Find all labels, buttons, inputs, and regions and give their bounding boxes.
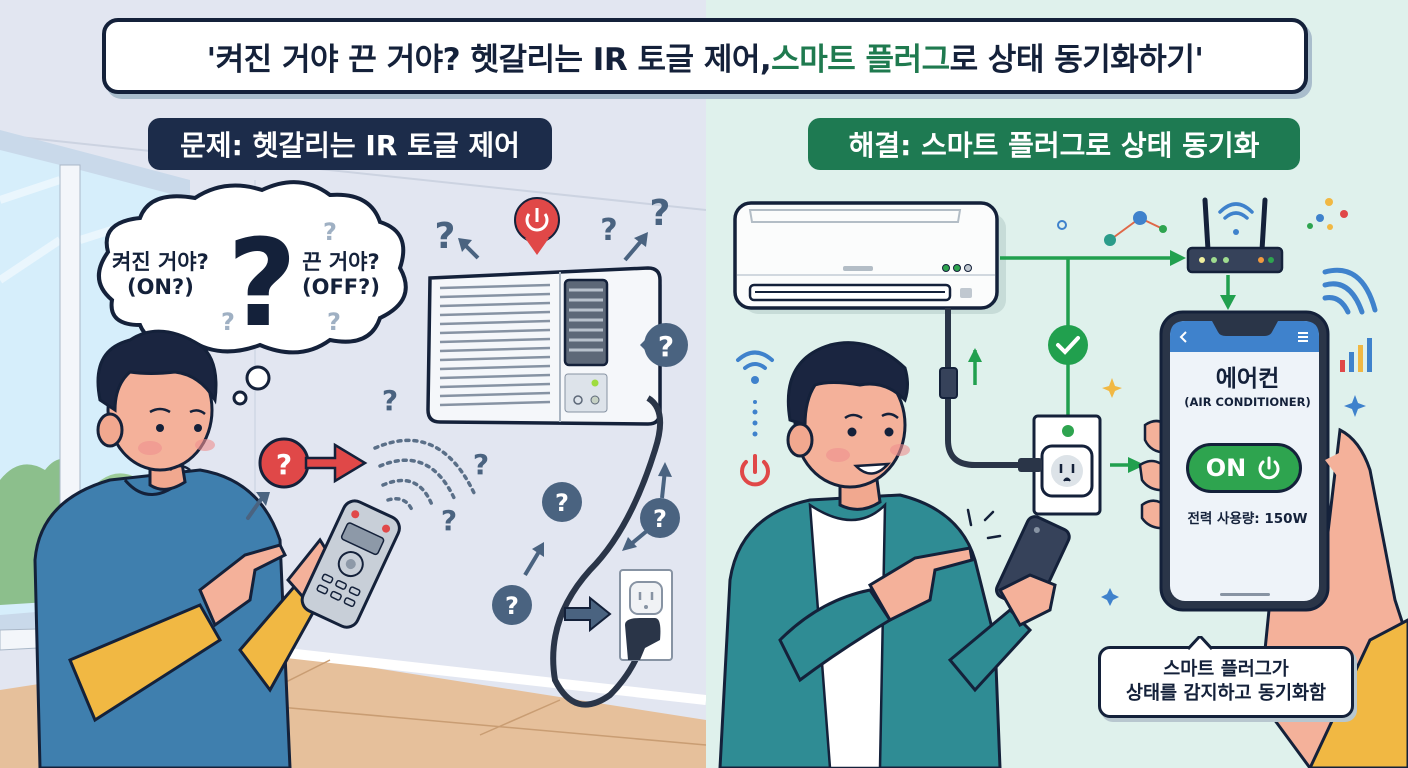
signal-bars-icon (1340, 338, 1372, 372)
svg-text:?: ? (555, 489, 569, 517)
thought-on-text: 켜진 거야? (ON?) (112, 250, 209, 300)
caption-box: 스마트 플러그가 상태를 감지하고 동기화함 (1098, 646, 1354, 718)
svg-text:?: ? (435, 216, 456, 257)
device-subtitle: (AIR CONDITIONER) (1184, 395, 1311, 409)
title-accent: 스마트 플러그 (771, 41, 950, 78)
svg-text:?: ? (382, 384, 398, 417)
svg-text:?: ? (327, 308, 341, 336)
svg-text:?: ? (600, 213, 617, 248)
wifi-router-icon (1186, 197, 1284, 274)
svg-text:?: ? (473, 448, 489, 481)
svg-text:?: ? (653, 505, 667, 533)
network-nodes-icon (1057, 198, 1348, 246)
window-ac-unit-icon (426, 266, 662, 426)
solution-panel: 에어컨 (AIR CONDITIONER) ON 전력 사용량: 150W 스마… (706, 0, 1408, 768)
svg-text:?: ? (505, 592, 519, 620)
smart-plug-icon (1018, 414, 1102, 516)
device-name: 에어컨 (1215, 366, 1280, 392)
split-ac-unit-icon (733, 201, 1006, 314)
check-icon (1048, 325, 1088, 365)
problem-scene: ? ? ? ? (0, 130, 706, 768)
question-cloud-icon: ? ? ? ? (97, 180, 408, 406)
ir-signal-icon (373, 438, 477, 512)
svg-text:?: ? (276, 448, 292, 481)
confused-person-illustration (33, 329, 348, 768)
red-question-arrow-icon: ? (258, 437, 368, 489)
thought-off-text: 끈 거야? (OFF?) (302, 250, 380, 300)
svg-text:?: ? (658, 330, 674, 363)
svg-text:?: ? (221, 308, 235, 336)
power-toggle-button[interactable]: ON (1186, 443, 1302, 493)
svg-text:?: ? (650, 193, 671, 234)
svg-text:?: ? (227, 215, 297, 354)
problem-label: 문제: 헷갈리는 IR 토글 제어 (148, 118, 552, 170)
toggle-state-label: ON (1205, 454, 1247, 482)
power-pin-icon (514, 197, 560, 255)
ac-question-bubble-icon: ? (640, 323, 688, 367)
svg-text:?: ? (441, 504, 457, 537)
power-usage-text: 전력 사용량: 150W (1187, 511, 1308, 527)
power-icon (1258, 456, 1280, 480)
solution-label: 해결: 스마트 플러그로 상태 동기화 (808, 118, 1300, 170)
caption-pointer (1188, 636, 1212, 650)
remote-control-icon (300, 499, 401, 629)
power-icon (740, 454, 770, 487)
svg-text:?: ? (323, 218, 337, 246)
happy-person-illustration (718, 341, 1071, 768)
problem-panel: ? ? ? ? (0, 0, 706, 768)
wall-outlet-icon (619, 569, 673, 661)
wifi-icon (736, 350, 774, 370)
